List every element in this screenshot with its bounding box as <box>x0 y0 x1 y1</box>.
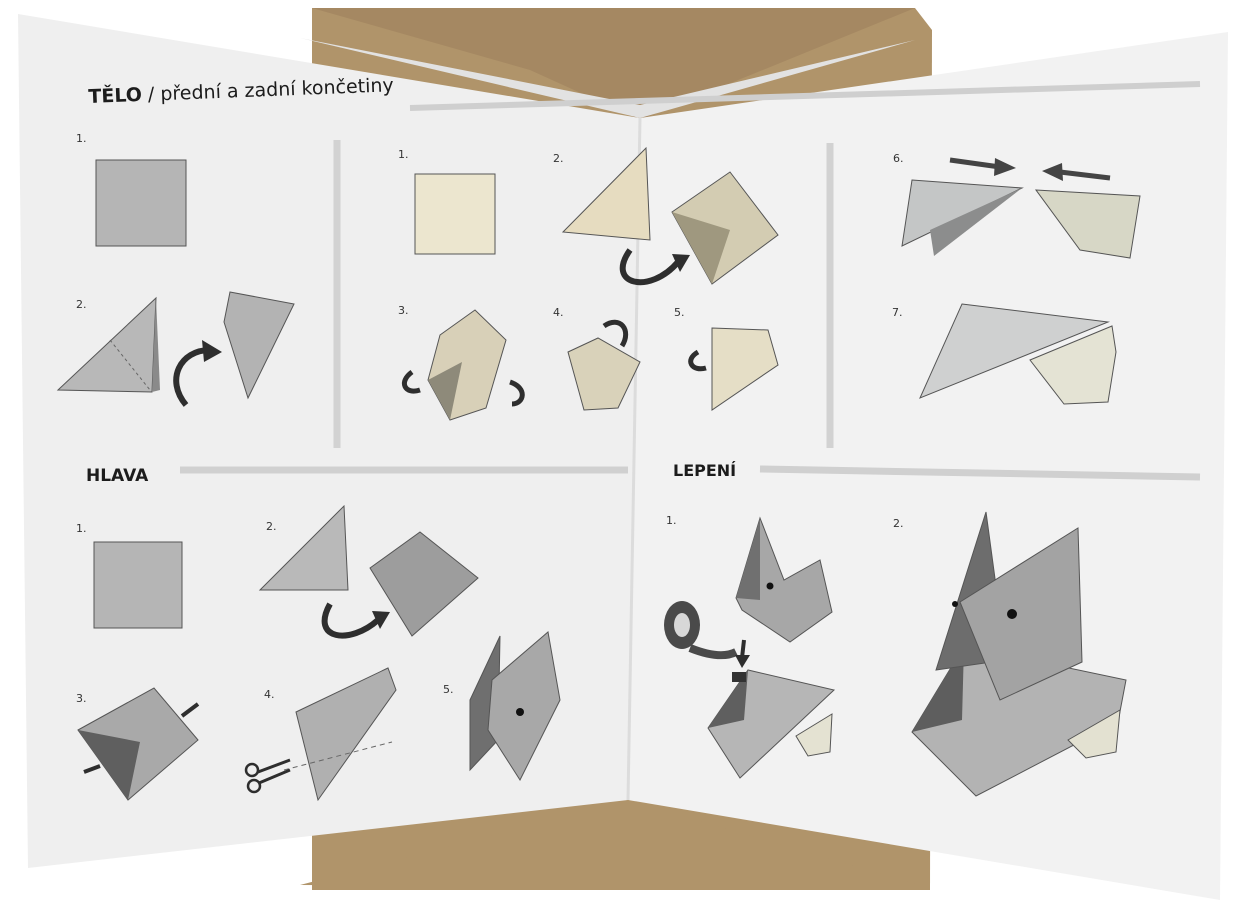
step-label: 1. <box>398 148 409 161</box>
step-label: 4. <box>553 306 564 319</box>
hlava-section-title: HLAVA <box>86 466 148 486</box>
step-label: 2. <box>553 152 564 165</box>
step-label: 1. <box>76 522 87 535</box>
nose-dot <box>952 601 958 607</box>
lepeni-section-title: LEPENÍ <box>673 461 736 480</box>
step-label: 5. <box>443 683 454 696</box>
telo-title-bold: TĚLO <box>88 84 142 108</box>
step-label: 2. <box>76 298 87 311</box>
gray-square <box>96 160 186 246</box>
step-label: 6. <box>893 152 904 165</box>
step-label: 2. <box>893 517 904 530</box>
step-label: 2. <box>266 520 277 533</box>
step-label: 3. <box>398 304 409 317</box>
cream-square <box>415 174 495 254</box>
eye-dot <box>516 708 524 716</box>
step-label: 1. <box>76 132 87 145</box>
eye-dot <box>1007 609 1017 619</box>
step-label: 7. <box>892 306 903 319</box>
eye-dot <box>767 583 774 590</box>
step-label: 1. <box>666 514 677 527</box>
gray-square <box>94 542 182 628</box>
step-label: 3. <box>76 692 87 705</box>
tape-strip <box>732 672 746 682</box>
step-label: 5. <box>674 306 685 319</box>
step-label: 4. <box>264 688 275 701</box>
